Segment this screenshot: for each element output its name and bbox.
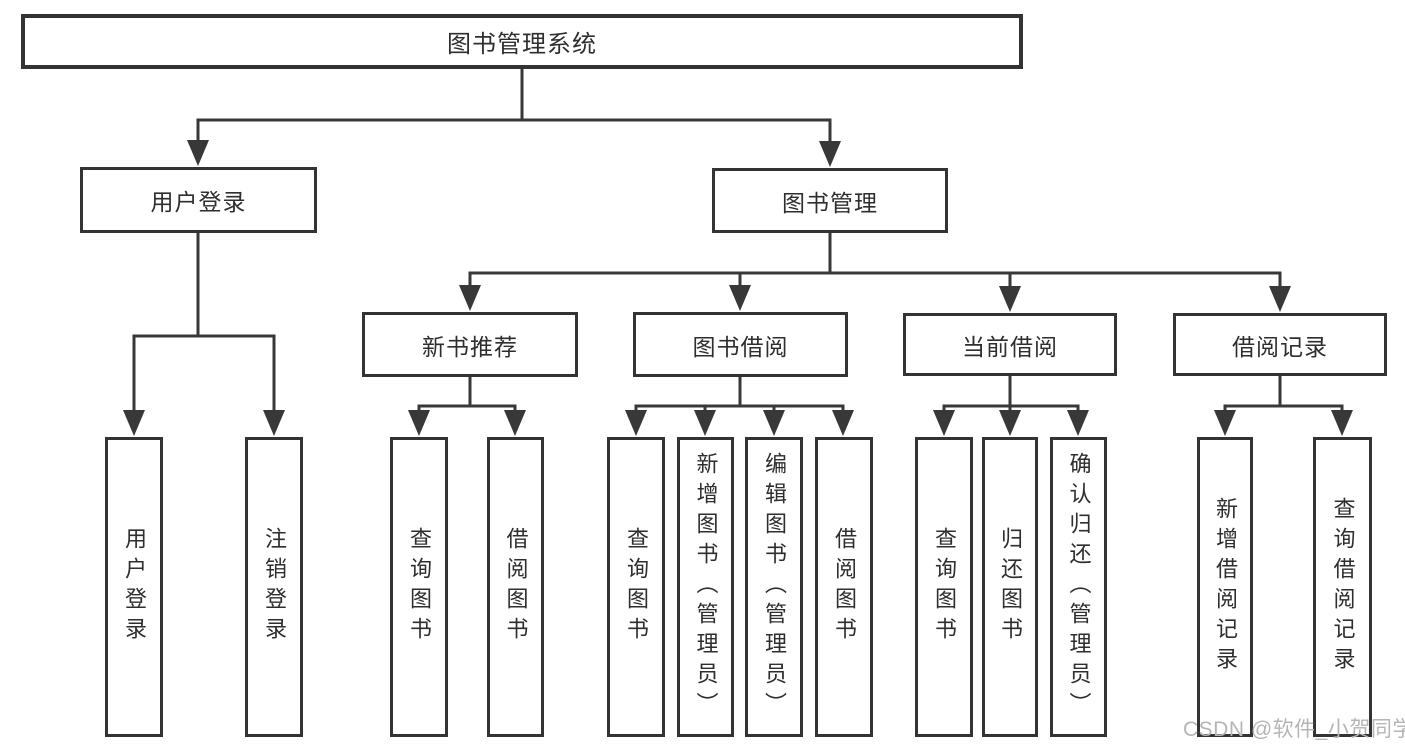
arrowhead-down-icon	[187, 140, 209, 166]
node-label: 借阅图书	[832, 527, 857, 647]
node-new-book-recommend: 新书推荐	[362, 312, 578, 377]
arrowhead-down-icon	[263, 410, 285, 436]
leaf-add-books-admin: 新增图书（管理员）	[677, 437, 734, 737]
node-current-borrowing: 当前借阅	[903, 313, 1117, 376]
arrowhead-down-icon	[999, 286, 1021, 312]
leaf-logout: 注销登录	[245, 437, 303, 737]
leaf-add-borrow-record: 新增借阅记录	[1197, 437, 1253, 737]
node-label: 编辑图书（管理员）	[762, 452, 787, 722]
node-library-management-system: 图书管理系统	[21, 14, 1023, 69]
leaf-return-books: 归还图书	[982, 437, 1038, 737]
leaf-query-books: 查询图书	[607, 437, 665, 737]
arrowhead-down-icon	[459, 285, 481, 311]
connector-book-mgmt-to-level3	[459, 233, 1291, 312]
node-label: 查询图书	[624, 527, 649, 647]
connector-book-borrow-to-leaves	[625, 377, 854, 436]
connector-root-to-level2	[187, 66, 841, 167]
node-label: 查询图书	[932, 527, 957, 647]
node-label: 查询图书	[407, 527, 432, 647]
node-label: 新增借阅记录	[1213, 497, 1238, 677]
node-user-login: 用户登录	[80, 167, 317, 233]
connector-current-borrow-to-leaves	[933, 376, 1089, 436]
arrowhead-down-icon	[504, 410, 526, 436]
node-borrow-records: 借阅记录	[1173, 313, 1387, 376]
node-label: 借阅图书	[503, 527, 529, 647]
node-book-borrowing: 图书借阅	[633, 312, 848, 377]
arrowhead-down-icon	[819, 141, 841, 167]
connector-borrow-records-to-leaves	[1214, 376, 1353, 436]
connector-user-login-to-leaves	[123, 233, 285, 436]
leaf-confirm-return-admin: 确认归还（管理员）	[1050, 437, 1107, 737]
arrowhead-down-icon	[763, 410, 785, 436]
node-label: 注销登录	[262, 527, 287, 647]
arrowhead-down-icon	[729, 285, 751, 311]
node-label: 图书管理	[782, 189, 878, 216]
arrowhead-down-icon	[625, 410, 647, 436]
node-label: 借阅记录	[1232, 333, 1328, 360]
arrowhead-down-icon	[999, 410, 1021, 436]
node-label: 新增图书（管理员）	[693, 452, 719, 722]
leaf-user-login: 用户登录	[105, 437, 163, 737]
leaf-query-books: 查询图书	[915, 437, 973, 737]
node-label: 确认归还（管理员）	[1066, 452, 1092, 722]
node-label: 查询借阅记录	[1330, 497, 1356, 677]
node-label: 当前借阅	[962, 333, 1058, 360]
node-label: 归还图书	[998, 527, 1023, 647]
arrowhead-down-icon	[1214, 410, 1236, 436]
leaf-query-books: 查询图书	[390, 437, 448, 737]
node-label: 图书管理系统	[447, 31, 597, 58]
node-label: 新书推荐	[422, 333, 518, 360]
arrowhead-down-icon	[1067, 410, 1089, 436]
node-book-management: 图书管理	[712, 168, 948, 233]
arrowhead-down-icon	[408, 410, 430, 436]
leaf-query-borrow-record: 查询借阅记录	[1313, 437, 1372, 737]
arrowhead-down-icon	[1269, 286, 1291, 312]
arrowhead-down-icon	[933, 410, 955, 436]
arrowhead-down-icon	[694, 410, 716, 436]
arrowhead-down-icon	[123, 410, 145, 436]
arrowhead-down-icon	[1331, 410, 1353, 436]
node-label: 图书借阅	[692, 333, 789, 360]
node-label: 用户登录	[122, 527, 147, 647]
connector-new-books-to-leaves	[408, 377, 526, 436]
leaf-borrow-books: 借阅图书	[487, 437, 544, 737]
leaf-edit-books-admin: 编辑图书（管理员）	[745, 437, 803, 737]
node-label: 用户登录	[150, 189, 247, 215]
csdn-watermark: CSDN @软件_小贺同学	[1183, 718, 1405, 741]
leaf-borrow-books: 借阅图书	[815, 437, 873, 737]
arrowhead-down-icon	[832, 410, 854, 436]
